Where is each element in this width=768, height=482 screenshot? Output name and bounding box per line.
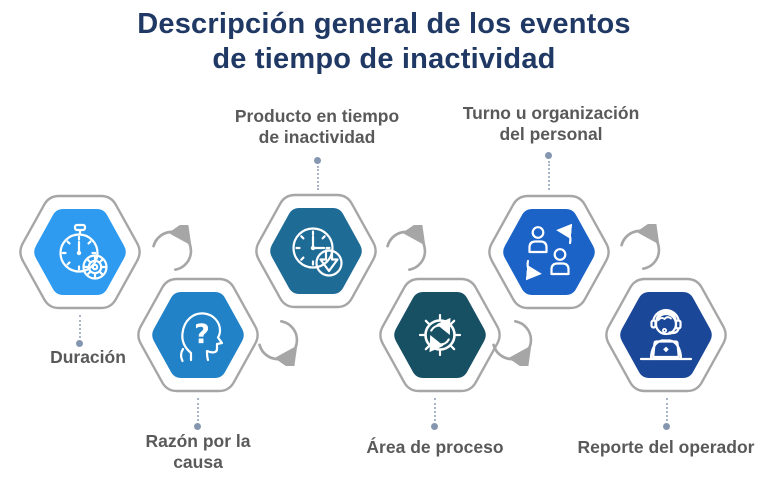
step-label-duracion: Duración [50, 347, 126, 367]
head-question-icon: ? [179, 312, 224, 363]
connector-line-razon [197, 398, 199, 421]
connector-line-reporte [666, 398, 668, 421]
hexagon-fill [152, 292, 244, 378]
connector-line-duracion [79, 315, 81, 338]
step-label-reporte: Reporte del operador [577, 437, 755, 457]
step-label-area: Área de proceso [366, 437, 504, 457]
step-hexagon-duracion [19, 194, 141, 310]
connector-dot-duracion [76, 340, 83, 347]
step-hexagon-turno [488, 194, 610, 310]
flow-arrow-4-5 [492, 320, 533, 366]
operator-laptop-icon [639, 308, 693, 361]
flow-arrow-5-6 [620, 224, 661, 270]
page-title: Descripción general de los eventos de ti… [0, 7, 768, 78]
connector-line-area [434, 398, 436, 421]
step-label-producto: Producto en tiempo de inactividad [234, 106, 400, 148]
connector-line-turno [548, 161, 550, 190]
step-label-razon: Razón por la causa [145, 431, 251, 473]
page-title-line2: de tiempo de inactividad [212, 43, 556, 76]
flow-arrow-2-3 [258, 320, 299, 366]
stopwatch-gear-icon [59, 223, 108, 280]
step-hexagon-reporte [605, 277, 727, 393]
step-hexagon-area [379, 277, 501, 393]
connector-dot-reporte [663, 423, 670, 430]
hexagon-fill [270, 208, 362, 294]
step-hexagon-razon: ? [137, 277, 259, 393]
step-hexagon-producto [255, 193, 377, 309]
flow-arrow-1-2 [152, 225, 193, 271]
connector-dot-area [431, 423, 438, 430]
svg-text:?: ? [194, 319, 210, 350]
connector-dot-producto [314, 157, 321, 164]
connector-line-producto [317, 166, 319, 190]
people-swap-icon [525, 223, 573, 281]
connector-dot-turno [545, 152, 552, 159]
flow-arrow-3-4 [386, 225, 427, 271]
clock-down-arrow-icon [292, 227, 343, 277]
step-label-turno: Turno u organización del personal [462, 103, 640, 145]
connector-dot-razon [194, 423, 201, 430]
gear-sync-icon [418, 313, 462, 357]
page-title-line1: Descripción general de los eventos [137, 8, 631, 40]
